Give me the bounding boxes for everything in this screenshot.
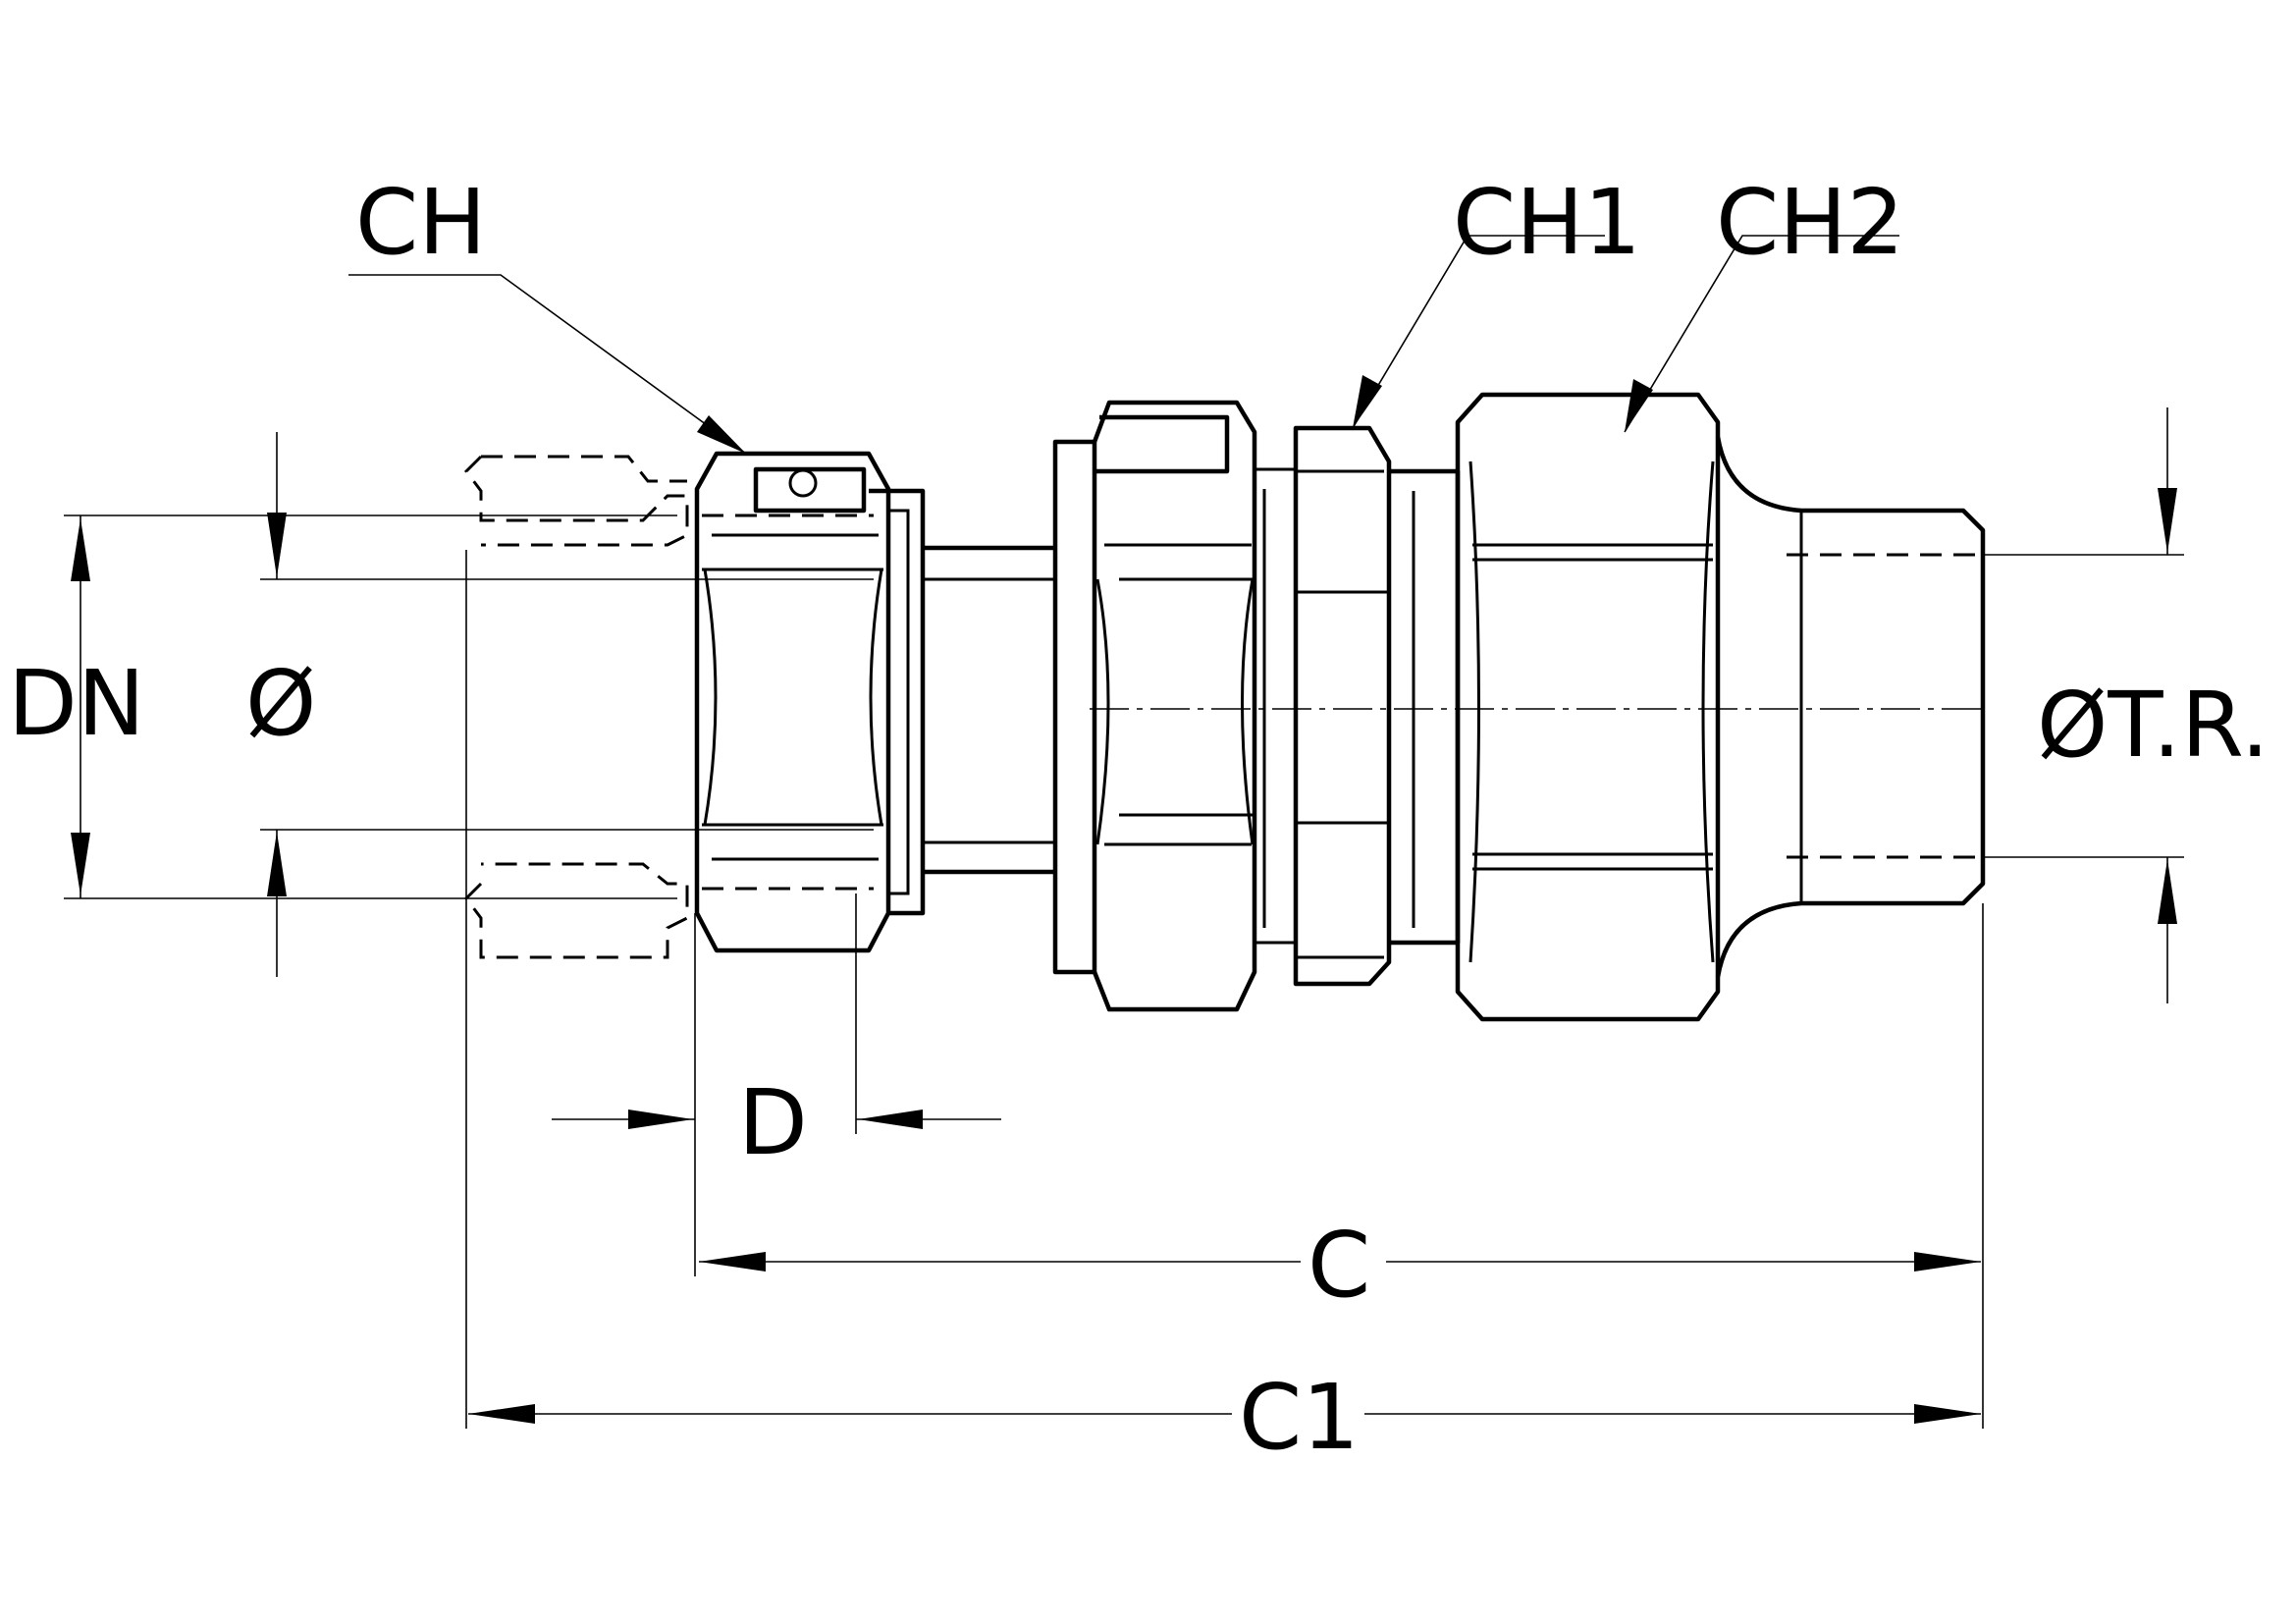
thread-dimension — [1983, 407, 2184, 1003]
c-dimension — [699, 903, 1984, 1429]
d-label: D — [738, 1070, 808, 1175]
ch-leader — [348, 274, 747, 455]
c-label: C — [1308, 1213, 1370, 1318]
d-dimension — [552, 893, 1001, 1276]
ch-label: CH — [355, 170, 486, 275]
diameter-label: Ø — [245, 651, 316, 756]
diameter-dimension — [260, 432, 874, 977]
ch1-nut — [1293, 425, 1461, 987]
dn-dimension — [64, 514, 677, 899]
ch2-body — [1455, 392, 1986, 1022]
ch2-leader — [1624, 235, 1899, 433]
ch2-label: CH2 — [1716, 170, 1904, 275]
ch1-label: CH1 — [1453, 170, 1641, 275]
body-tube — [923, 545, 1055, 875]
dn-label: DN — [8, 651, 145, 756]
center-nut — [1052, 400, 1298, 1012]
c1-label: C1 — [1239, 1365, 1360, 1470]
c1-dimension — [465, 550, 1981, 1429]
phantom-pipe — [464, 455, 874, 959]
thread-label: ØT.R. — [2037, 673, 2269, 778]
ch-nut — [694, 451, 926, 953]
ch1-leader — [1352, 235, 1605, 429]
